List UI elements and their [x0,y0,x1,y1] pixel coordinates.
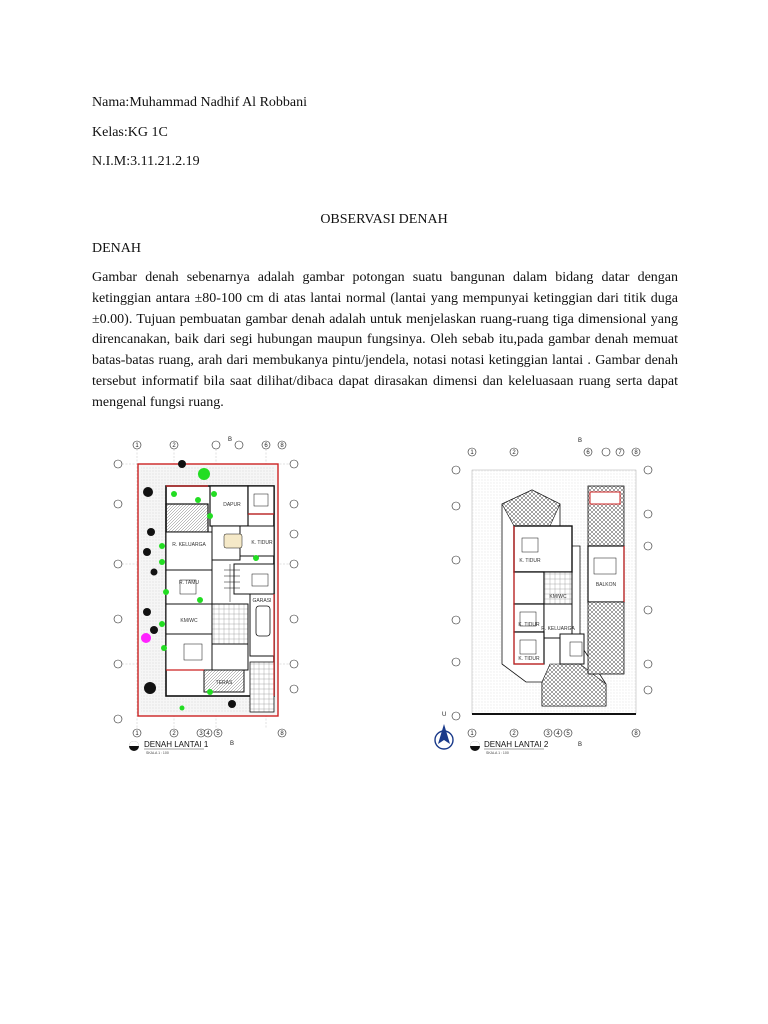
room-label: DAPUR [223,502,241,508]
section-mark: B [578,438,582,444]
body-paragraph: Gambar denah sebenarnya adalah gambar po… [92,270,678,410]
floor-plan-2-scale: SKALA 1 : 100 [486,751,509,755]
grid-label: 4 [556,731,560,737]
grid-label: 8 [634,731,638,737]
grid-label: 1 [135,443,139,449]
north-label: U [442,712,446,718]
room-label: K. TIDUR [251,540,273,546]
section-heading: DENAH [92,241,141,256]
room-label: KM/WC [180,618,198,624]
grid-label: 1 [470,450,474,456]
section-mark: B [230,741,234,747]
floor-plan-1-drawing: 1 2 6 8 1 2 3 4 5 8 [113,437,299,755]
room-label: R. TAMU [179,580,199,586]
grid-label: 3 [546,731,550,737]
student-name: Nama:Muhammad Nadhif Al Robbani [92,95,308,110]
room-label: K. TIDUR [519,558,541,564]
floor-plan-1: 1 2 6 8 1 2 3 4 5 8 [104,434,304,764]
room-label: K. TIDUR [518,622,540,628]
room-label: KM/WC [549,594,567,600]
student-class: Kelas:KG 1C [92,125,168,140]
grid-label: 6 [586,450,590,456]
floor-plan-2: 1 2 6 7 8 1 2 3 4 5 8 [430,434,660,764]
grid-label: 2 [512,450,516,456]
student-nim: N.I.M:3.11.21.2.19 [92,154,200,169]
grid-label: 5 [216,731,220,737]
grid-label: 5 [566,731,570,737]
floor-plan-1-scale: SKALA 1 : 100 [146,751,169,755]
document-title: OBSERVASI DENAH [320,212,448,227]
grid-label: 1 [470,731,474,737]
floor-plan-2-title: DENAH LANTAI 2 [484,740,549,749]
grid-label: 4 [206,731,210,737]
room-label: BALKON [596,582,617,588]
north-arrow-icon [434,724,454,750]
grid-label: 7 [618,450,622,456]
grid-label: 2 [172,731,176,737]
room-label: GARASI [253,598,272,604]
grid-label: 1 [135,731,139,737]
room-label: R. KELUARGA [541,626,575,632]
floor-plan-2-drawing: 1 2 6 7 8 1 2 3 4 5 8 [434,438,653,755]
room-label: R. KELUARGA [172,542,206,548]
grid-label: 2 [512,731,516,737]
section-mark: B [578,742,582,748]
room-label: K. TIDUR [518,656,540,662]
room-label: TERAS [216,680,233,686]
grid-label: 8 [280,443,284,449]
grid-label: 3 [199,731,203,737]
section-mark: B [228,437,232,443]
grid-label: 8 [634,450,638,456]
grid-label: 8 [280,731,284,737]
floor-plan-1-title: DENAH LANTAI 1 [144,740,209,749]
grid-label: 2 [172,443,176,449]
grid-label: 6 [264,443,268,449]
